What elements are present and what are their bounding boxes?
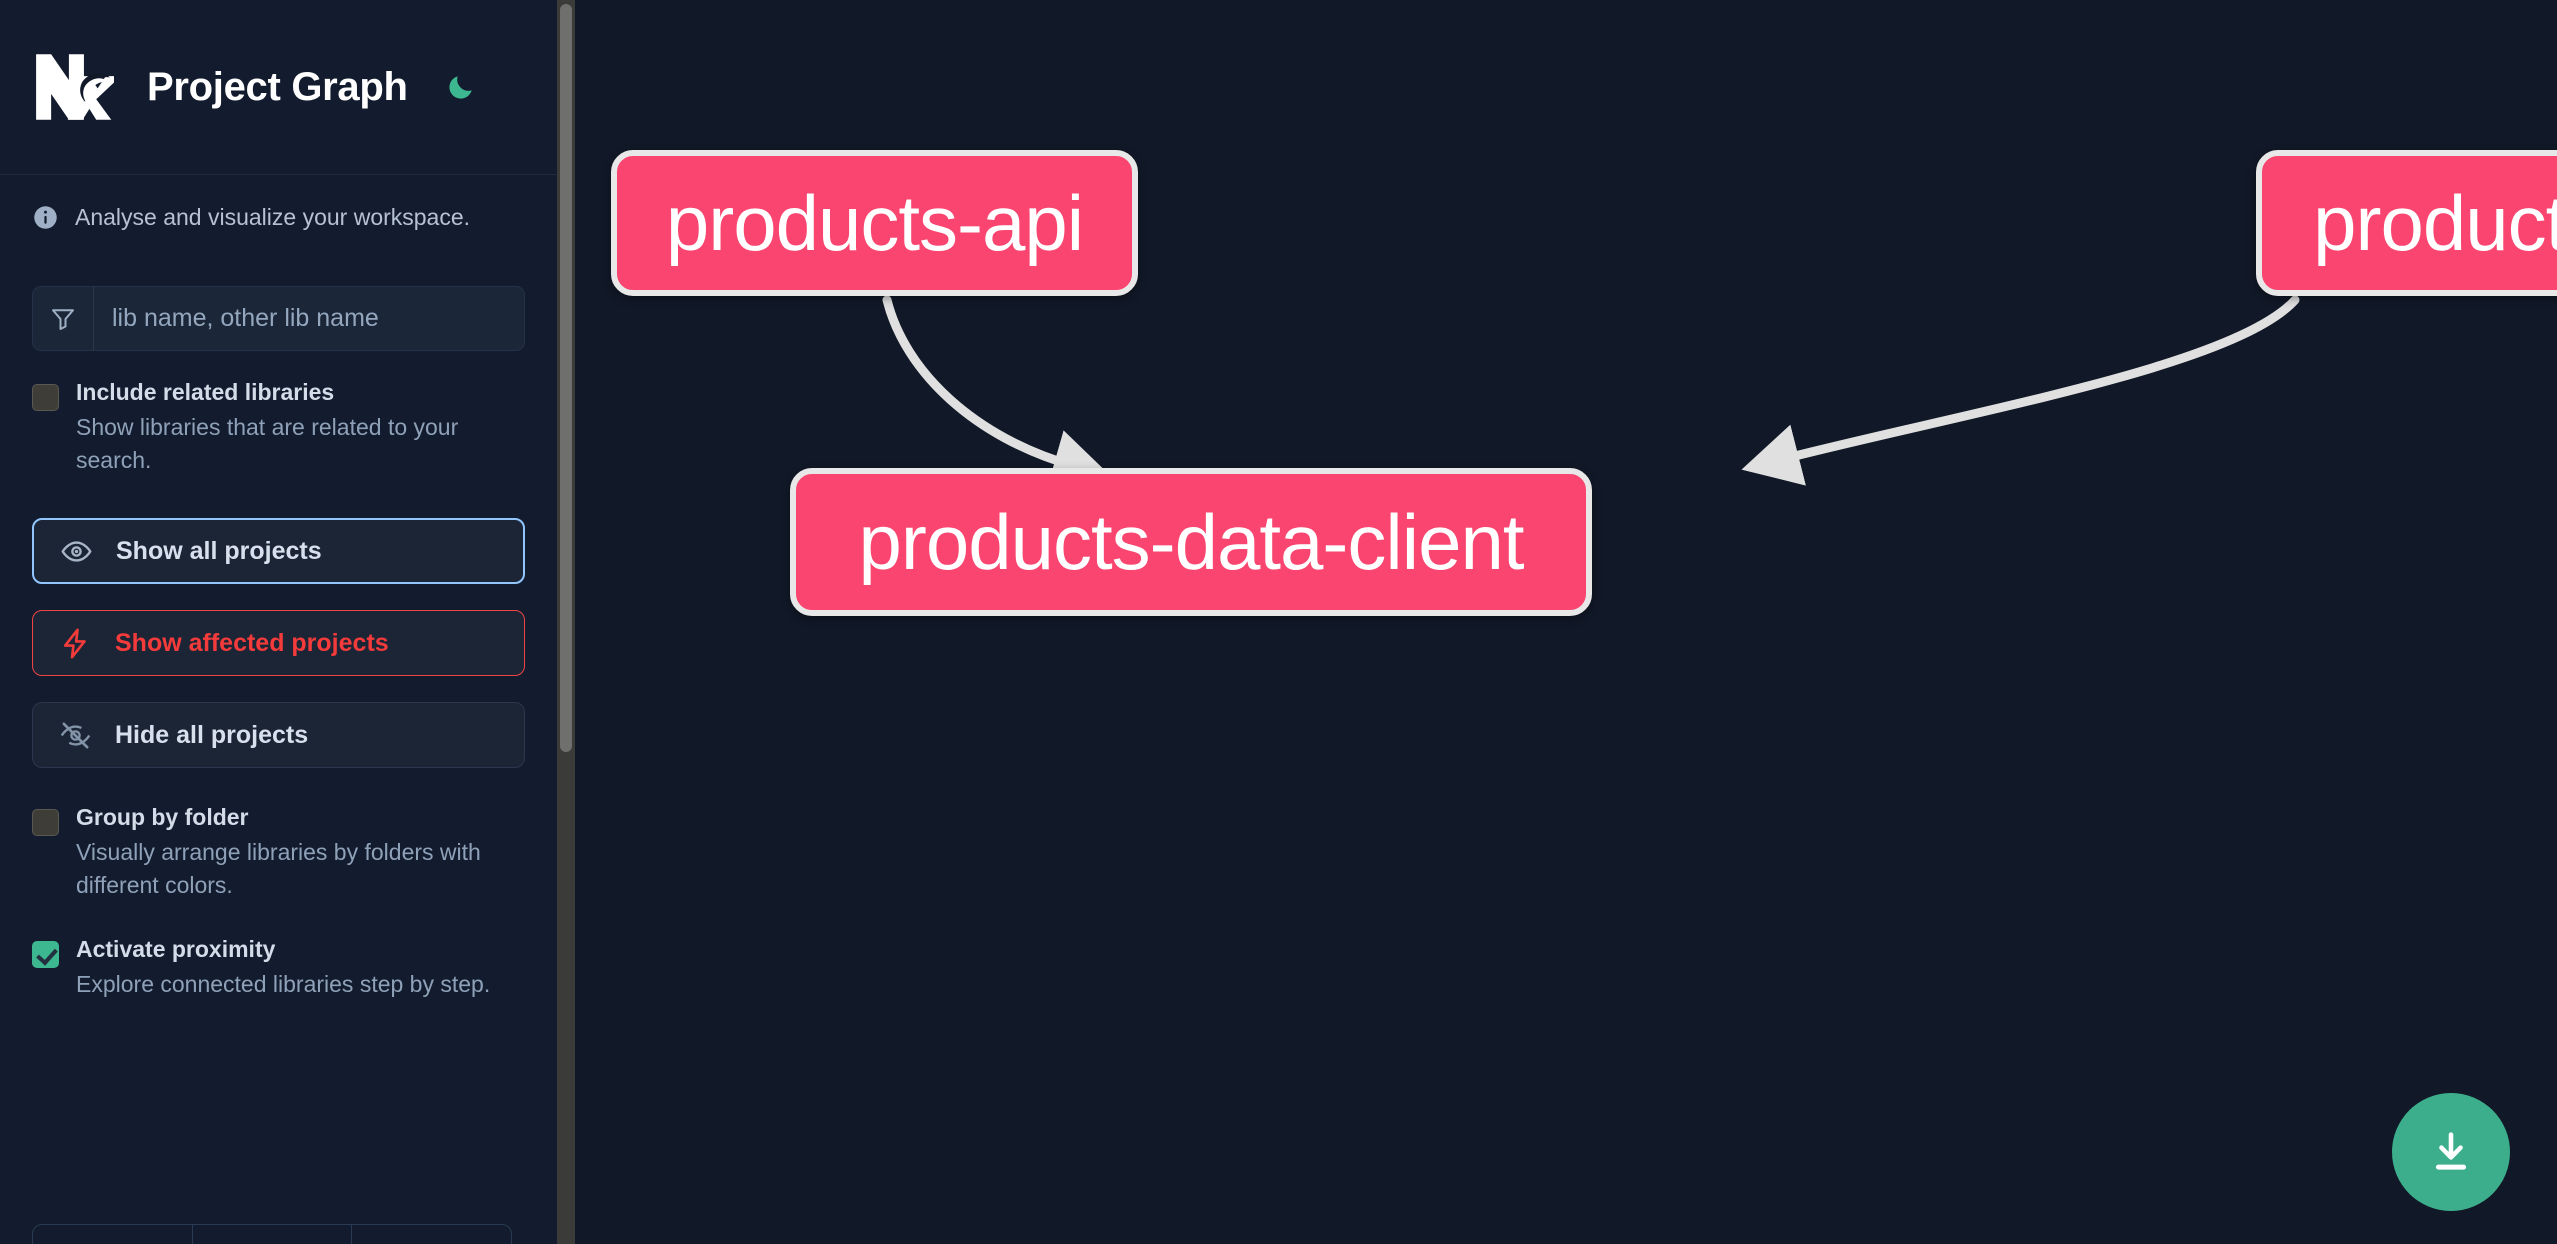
checkbox-row-include-related-libraries[interactable]: Include related libraries Show libraries…: [0, 377, 557, 476]
workspace-info-text: Analyse and visualize your workspace.: [75, 203, 471, 230]
segmented-option-1[interactable]: [33, 1225, 193, 1244]
hide-all-projects-label: Hide all projects: [115, 720, 309, 749]
proximity-segmented-control[interactable]: [32, 1224, 512, 1244]
show-affected-projects-label: Show affected projects: [115, 628, 389, 657]
show-all-projects-label: Show all projects: [116, 536, 322, 565]
show-affected-projects-button[interactable]: Show affected projects: [32, 610, 525, 677]
include-related-libraries-label: Include related libraries: [76, 379, 335, 405]
nx-logo: [36, 54, 114, 120]
show-all-projects-button[interactable]: Show all projects: [32, 518, 525, 585]
lightning-icon: [63, 628, 86, 659]
sidebar-scrollbar-thumb[interactable]: [560, 4, 572, 752]
group-by-folder-description: Visually arrange libraries by folders wi…: [76, 839, 481, 899]
graph-node-label: products-cli: [2313, 179, 2557, 267]
graph-node-products-cli[interactable]: products-cli: [2256, 150, 2557, 296]
activate-proximity-description: Explore connected libraries step by step…: [76, 970, 491, 997]
workspace-info: Analyse and visualize your workspace.: [0, 175, 557, 259]
activate-proximity-label: Activate proximity: [76, 935, 276, 962]
graph-node-products-api[interactable]: products-api: [611, 150, 1138, 296]
download-icon: [2435, 1132, 2467, 1170]
graph-node-products-data-client[interactable]: products-data-client: [790, 468, 1592, 616]
moon-icon[interactable]: [438, 64, 484, 110]
checkbox-row-activate-proximity[interactable]: Activate proximity Explore connected lib…: [0, 934, 557, 1001]
sidebar-scroll-content: Project Graph Analyse and visualize your…: [0, 0, 557, 1244]
page-title: Project Graph: [147, 64, 408, 109]
segmented-option-2[interactable]: [193, 1225, 353, 1244]
edge-products-cli-to-products-data-client: [1741, 295, 2300, 486]
checkbox-row-group-by-folder[interactable]: Group by folder Visually arrange librari…: [0, 802, 557, 901]
activate-proximity-checkbox[interactable]: [32, 940, 59, 968]
eye-icon: [61, 541, 92, 562]
filter-field[interactable]: [32, 286, 525, 351]
group-by-folder-label: Group by folder: [76, 804, 249, 831]
eye-off-icon: [60, 722, 91, 749]
info-icon: [34, 205, 57, 229]
group-by-folder-checkbox[interactable]: [32, 809, 59, 837]
graph-edges: [882, 295, 2300, 491]
graph-node-label: products-api: [665, 179, 1084, 267]
download-graph-button[interactable]: [2392, 1093, 2510, 1211]
filter-icon: [32, 286, 94, 351]
sidebar: Project Graph Analyse and visualize your…: [0, 0, 575, 1244]
edge-products-api-to-products-data-client: [882, 295, 1112, 491]
graph-node-label: products-data-client: [858, 498, 1524, 586]
sidebar-scrollbar[interactable]: [557, 0, 575, 1244]
search-input[interactable]: [94, 286, 525, 351]
include-related-libraries-description: Show libraries that are related to your …: [76, 414, 459, 473]
segmented-option-3[interactable]: [352, 1225, 511, 1244]
graph-canvas[interactable]: products-api products-cli products-data-…: [575, 0, 2557, 1244]
hide-all-projects-button[interactable]: Hide all projects: [32, 702, 525, 769]
sidebar-header: Project Graph: [0, 0, 557, 175]
include-related-libraries-checkbox[interactable]: [32, 384, 59, 411]
action-buttons: Show all projects Show affected projects…: [0, 518, 557, 769]
